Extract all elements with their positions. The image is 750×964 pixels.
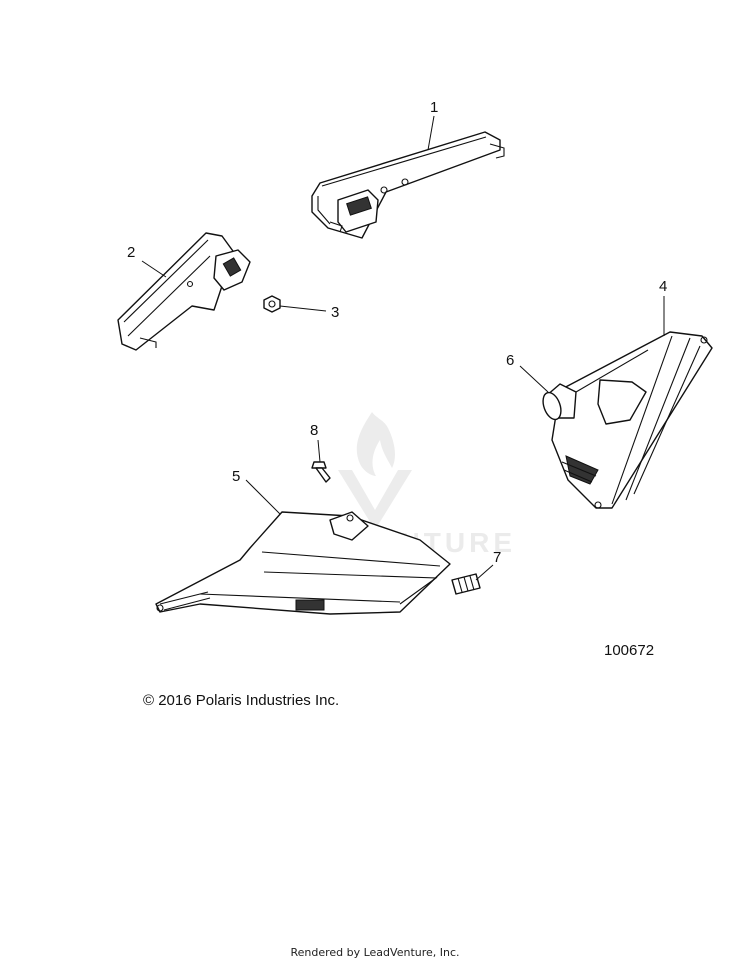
headlight-right[interactable]: [551, 331, 713, 509]
headlight-left[interactable]: [155, 511, 451, 615]
callout-6[interactable]: 6: [506, 352, 514, 369]
copyright-notice: © 2016 Polaris Industries Inc.: [143, 692, 340, 709]
callout-5[interactable]: 5: [232, 468, 240, 485]
diagram-number: 100672: [604, 642, 655, 659]
callout-7[interactable]: 7: [493, 549, 501, 566]
mounting-screw[interactable]: [311, 461, 331, 483]
callout-4[interactable]: 4: [659, 278, 667, 295]
flange-nut[interactable]: [263, 295, 281, 313]
leader-lines: [141, 115, 665, 581]
callout-1[interactable]: 1: [430, 99, 438, 116]
rendered-by-footer: Rendered by LeadVenture, Inc.: [290, 946, 460, 959]
callout-3[interactable]: 3: [331, 304, 339, 321]
headlight-bulb[interactable]: [540, 383, 577, 422]
tail-light-short[interactable]: [117, 232, 251, 351]
adjuster-spring[interactable]: [451, 573, 481, 595]
callout-2[interactable]: 2: [127, 244, 135, 261]
tail-light-long[interactable]: [311, 131, 505, 239]
callout-8[interactable]: 8: [310, 422, 318, 439]
